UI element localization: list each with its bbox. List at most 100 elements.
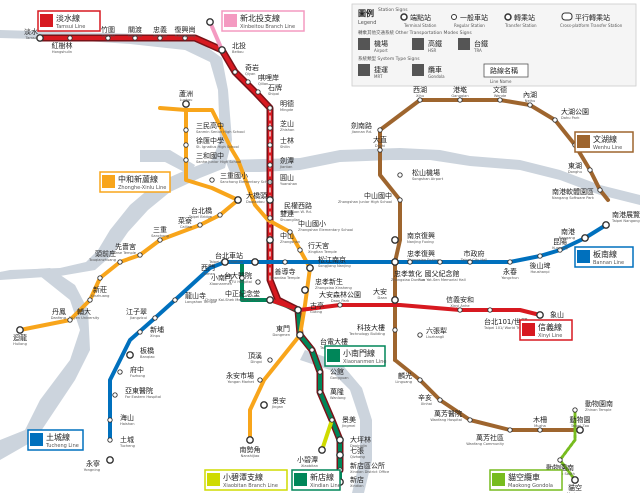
station-marker[interactable] [557, 457, 563, 463]
station-marker[interactable] [112, 392, 118, 398]
station-marker[interactable] [209, 177, 215, 183]
station-marker[interactable] [126, 351, 134, 359]
station-marker[interactable] [67, 317, 73, 323]
station-marker[interactable] [266, 196, 274, 204]
station-marker[interactable] [183, 127, 189, 133]
station-marker[interactable] [117, 369, 123, 375]
station-marker[interactable] [377, 147, 383, 153]
station-marker[interactable] [267, 142, 273, 148]
station-marker[interactable] [329, 417, 335, 423]
station-marker[interactable] [260, 401, 268, 409]
station-marker[interactable] [537, 253, 543, 259]
station-marker[interactable] [377, 127, 383, 133]
station-marker[interactable] [182, 35, 188, 41]
station-marker[interactable] [107, 437, 113, 443]
station-marker[interactable] [172, 297, 178, 303]
station-marker[interactable] [157, 237, 163, 243]
station-marker[interactable] [407, 259, 413, 265]
station-marker[interactable] [267, 162, 273, 168]
station-marker[interactable] [246, 436, 254, 444]
station-marker[interactable] [251, 258, 259, 266]
station-marker[interactable] [336, 451, 344, 459]
station-marker[interactable] [255, 279, 261, 285]
station-marker[interactable] [137, 329, 143, 335]
station-marker[interactable] [467, 417, 473, 423]
station-marker[interactable] [296, 331, 304, 339]
station-marker[interactable] [417, 332, 423, 338]
station-marker[interactable] [106, 456, 114, 464]
station-marker[interactable] [206, 18, 214, 26]
station-marker[interactable] [105, 35, 111, 41]
station-marker[interactable] [221, 258, 229, 266]
station-marker[interactable] [536, 311, 544, 319]
station-marker[interactable] [571, 476, 579, 484]
station-marker[interactable] [267, 125, 273, 131]
station-nangangexh[interactable]: 南港展覽館Taipei Nangang Exhibition Center [602, 210, 640, 229]
station-marker[interactable] [217, 212, 223, 218]
station-marker[interactable] [87, 297, 93, 303]
station-marker[interactable] [417, 377, 423, 383]
station-marker[interactable] [487, 307, 493, 313]
station-marker[interactable] [397, 172, 403, 178]
station-marker[interactable] [245, 79, 251, 85]
station-marker[interactable] [152, 315, 158, 321]
station-marker[interactable] [317, 389, 323, 395]
station-marker[interactable] [437, 397, 443, 403]
station-marker[interactable] [267, 179, 273, 185]
station-marker[interactable] [197, 222, 203, 228]
station-marker[interactable] [157, 35, 163, 41]
station-marker[interactable] [67, 35, 73, 41]
station-marker[interactable] [457, 307, 463, 313]
station-marker[interactable] [336, 436, 344, 444]
station-marker[interactable] [117, 259, 123, 265]
station-marker[interactable] [183, 142, 189, 148]
station-marker[interactable] [602, 221, 610, 229]
station-marker[interactable] [527, 102, 533, 108]
